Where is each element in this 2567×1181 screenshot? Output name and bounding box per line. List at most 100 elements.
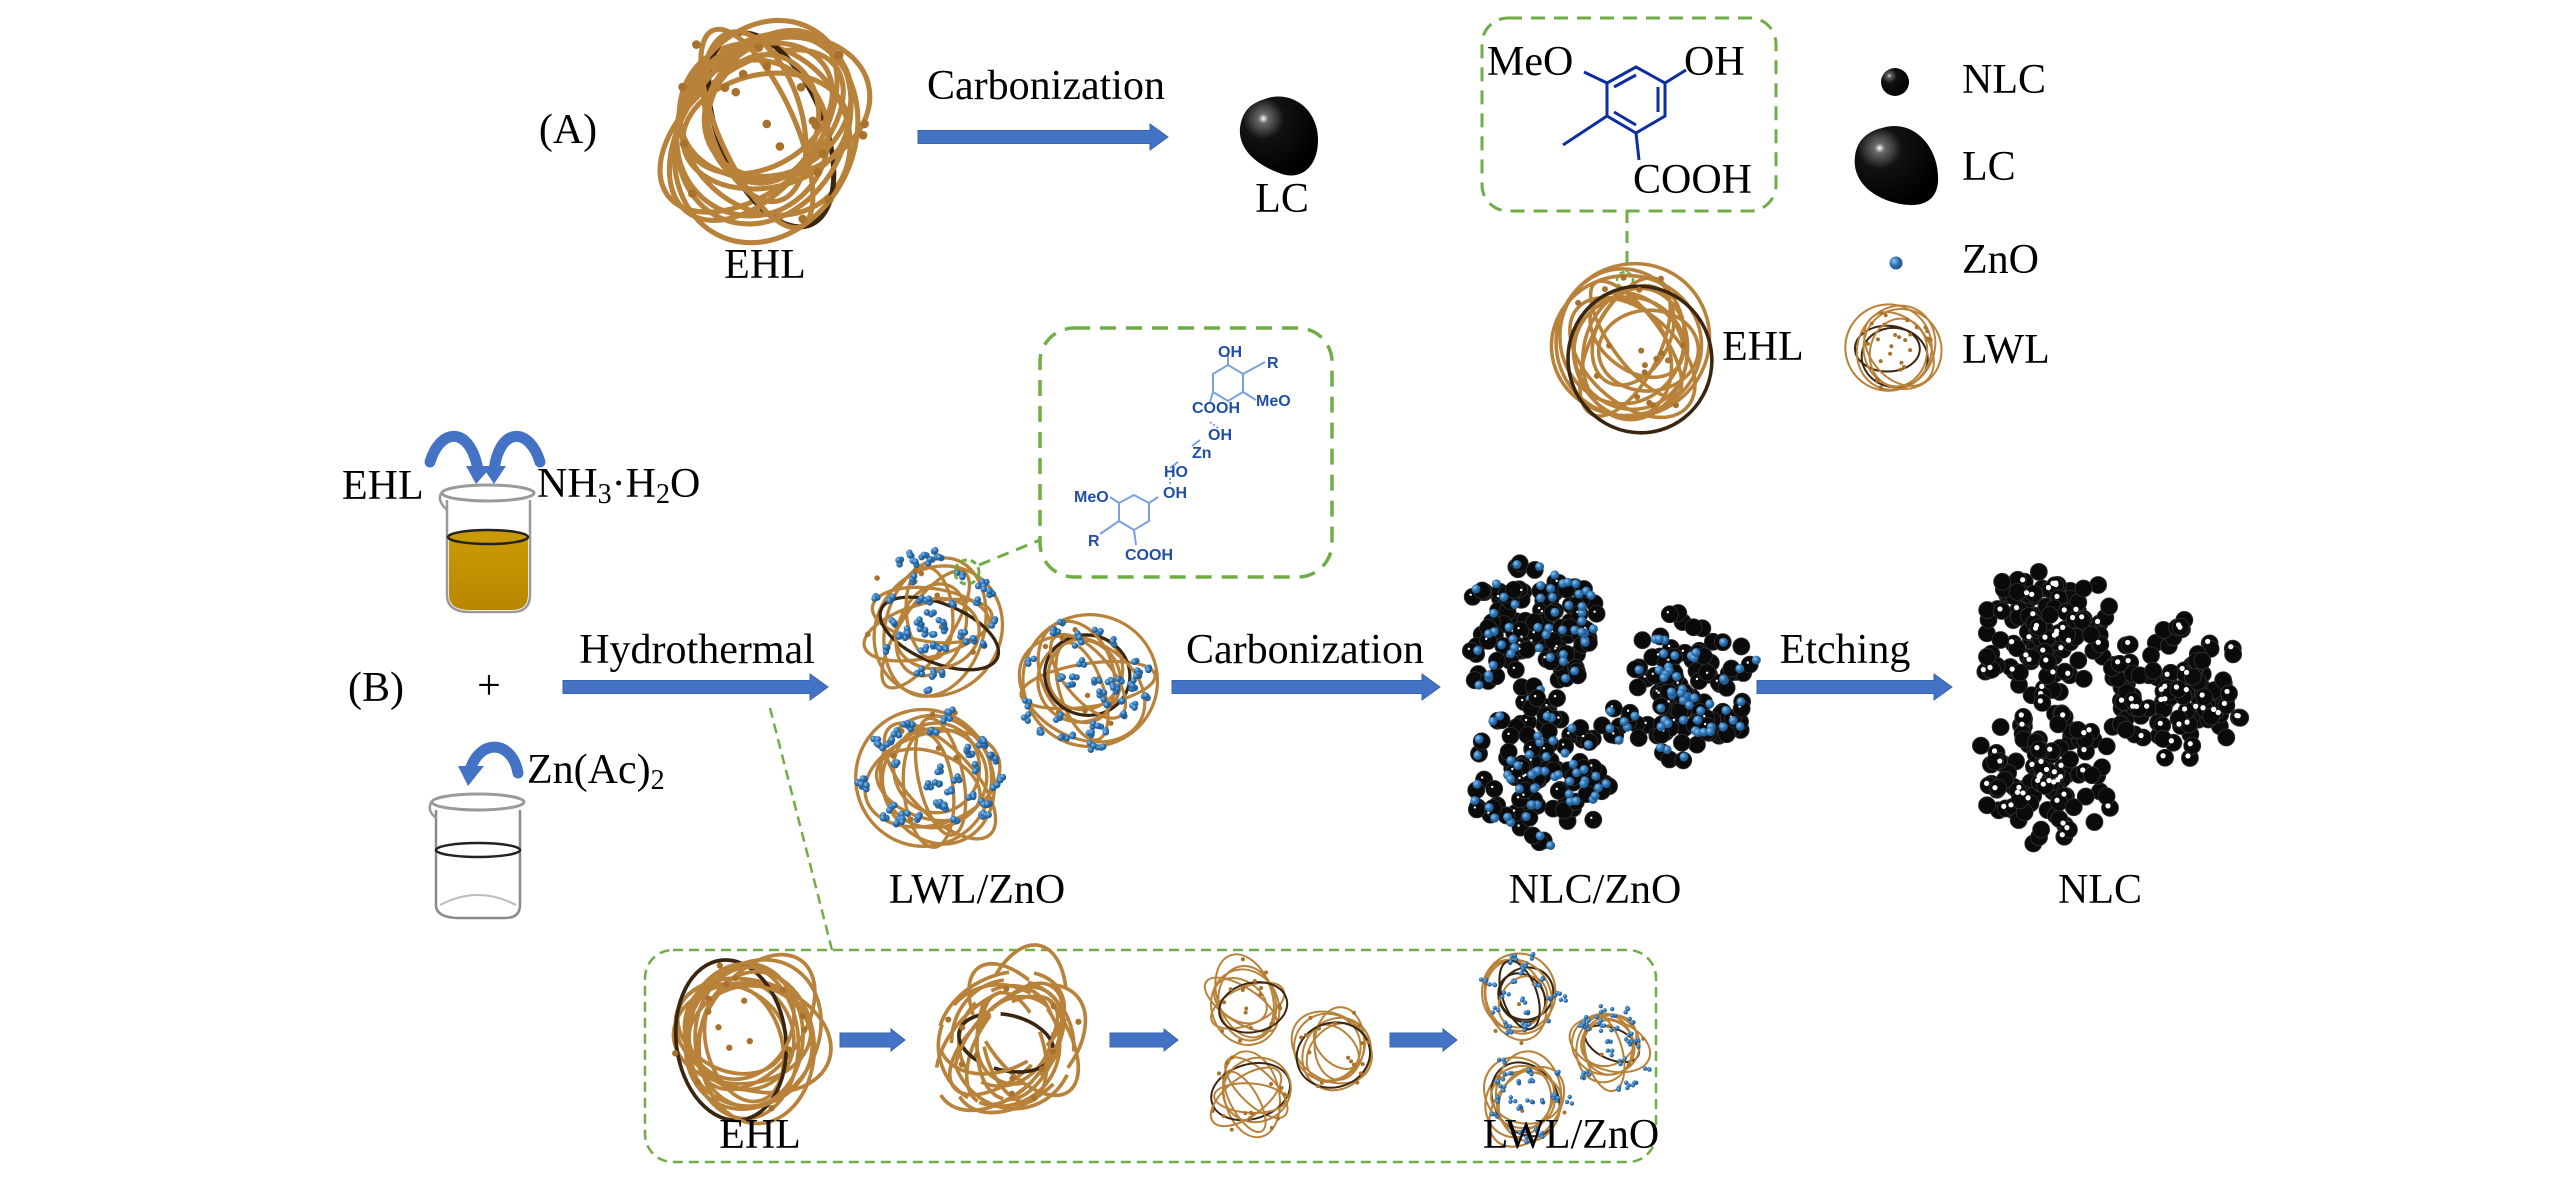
lignin-bead [1899,360,1904,365]
complex-label-meo-top: MeO [1256,393,1291,410]
lignin-bead [1108,720,1114,726]
zno-particle [1142,692,1150,699]
pore [2033,622,2040,628]
lignin-bead [768,1104,775,1112]
zno-particle [1563,998,1568,1003]
zno-particle [1489,1112,1495,1117]
zno-particle [883,741,891,748]
zno-particle [1656,722,1666,732]
nlc-clusters-icon [1972,562,2250,853]
lignin-strand [952,982,1088,1115]
highlight [1469,593,1472,596]
zno-particle [1526,1138,1532,1143]
pore [2081,747,2087,753]
legend-nlc-label: NLC [1962,57,2046,103]
zno-particle [898,818,906,826]
complex-label-ho: HO [1164,464,1188,481]
zno-particle [1540,1134,1545,1140]
lignin-bead [1243,1111,1248,1116]
lignin-bead [1519,1040,1524,1045]
lignin-bead [1903,338,1908,343]
zno-particle [1615,1025,1620,1031]
zno-particle [974,582,982,590]
carbon-particle [1672,733,1691,752]
lignin-bead [1229,1127,1234,1132]
zno-particle [871,595,878,602]
zno-particle [1540,977,1545,982]
lignin-bead [715,1024,722,1031]
pore [2187,741,2193,747]
zno-particle [933,728,940,736]
lignin-bead [935,745,942,752]
zno-particle [936,645,944,652]
zno-particle [970,635,977,642]
carbon-particle [1993,572,2012,591]
pore [2050,669,2056,675]
pore [2029,591,2035,597]
carbon-particle [2049,715,2068,734]
highlight [1593,610,1596,613]
zno-particle [1609,1006,1615,1012]
zno-particle [986,751,994,759]
zno-particle [1558,649,1568,659]
pore [2001,803,2007,809]
zno-particle [1536,593,1546,603]
carbon-particle [2097,787,2116,806]
carbon-particle [2085,813,2104,831]
pore [2035,777,2041,784]
zno-particle [1500,994,1505,1000]
lignin-bead [1216,1071,1221,1076]
etching-arrow [1756,673,1953,701]
lignin-bead [1210,1108,1215,1113]
highlight [1517,626,1520,630]
panel-a-tag: (A) [538,107,598,153]
carbon-particle [2029,618,2048,637]
zno-particle [1521,812,1531,822]
carbon-particle [1548,689,1566,708]
zno-particle [904,629,911,637]
zno-particle [930,631,938,638]
carbon-particle [1978,647,1996,666]
highlight [1522,793,1525,796]
lignin-bead [953,754,960,761]
mechanism-connector-line [768,707,834,951]
zno-particle [1565,776,1575,786]
zno-particle [965,794,973,801]
lignin-bead [1351,1010,1356,1015]
zno-particle [1550,570,1560,580]
zno-particle [1490,1010,1496,1015]
lignin-bead [1593,372,1600,379]
pore [2054,593,2060,599]
lignin-bead [1084,692,1091,699]
lignin-strand [913,716,968,837]
zno-particle [1571,796,1581,806]
zno-particle [1545,652,1555,662]
zno-particle [1659,649,1669,659]
reagent-zinc-acetate-label: Zn(Ac)2 [527,747,665,796]
zno-particle [1530,1079,1536,1084]
zno-particle [1523,1024,1528,1029]
pore [2160,753,2166,759]
lignin-bead [785,1046,792,1053]
pore [2162,696,2168,702]
pore [2040,647,2046,653]
lignin-strand [1498,959,1541,1031]
lignin-bead [1893,333,1898,338]
zno-particle [1496,1079,1501,1084]
lignin-bead [1606,1024,1611,1029]
lignin-strand [1054,641,1110,742]
zno-particle [1526,1022,1532,1027]
lignin-strand [949,977,1076,1111]
pore [2061,791,2067,797]
lignin-bead [1222,1000,1227,1005]
carbon-particle [2076,787,2095,806]
complex-label-r-top: R [1267,355,1279,372]
zno-particle [946,715,953,722]
zno-particle [1586,590,1596,600]
structure-meo-label: MeO [1487,39,1574,85]
carbon-particle [2217,728,2236,747]
zno-particle [950,816,958,823]
lignin-bead [908,816,914,823]
zno-particle [1470,796,1480,806]
lignin-bead [1276,1116,1281,1121]
